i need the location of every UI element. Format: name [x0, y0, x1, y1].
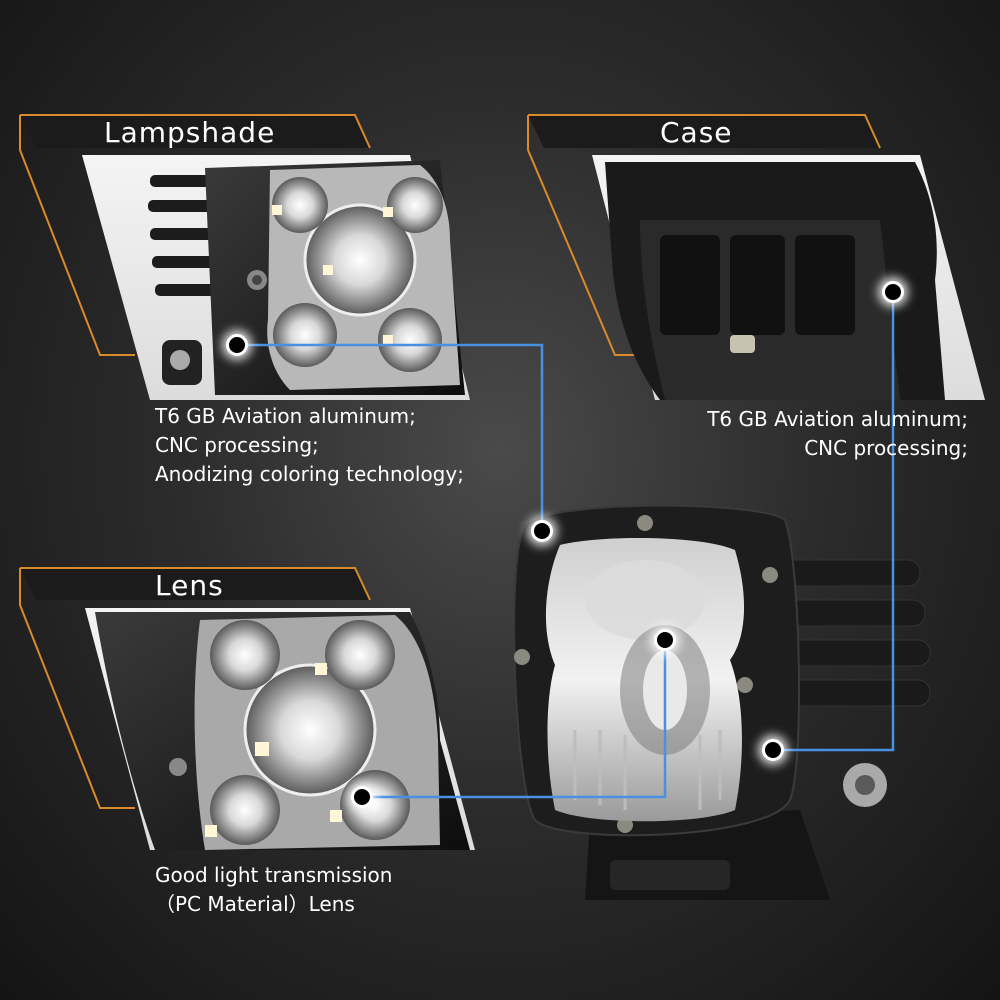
lampshade-photo — [148, 160, 465, 395]
case-line-1: T6 GB Aviation aluminum; — [707, 407, 968, 431]
case-callout-dot — [882, 281, 904, 303]
case-line-2: CNC processing; — [804, 436, 968, 460]
case-description: T6 GB Aviation aluminum; CNC processing; — [707, 405, 968, 463]
case-title: Case — [660, 116, 733, 149]
lens-photo — [95, 612, 470, 850]
lens-description: Good light transmission （PC Material）Len… — [155, 861, 392, 919]
lampshade-line-2: CNC processing; — [155, 433, 319, 457]
product-lampshade-dot — [531, 520, 553, 542]
lampshade-callout-dot — [226, 334, 248, 356]
product-lens-dot — [654, 629, 676, 651]
lampshade-line-3: Anodizing coloring technology; — [155, 462, 464, 486]
connector-lines — [237, 292, 895, 799]
lampshade-description: T6 GB Aviation aluminum; CNC processing;… — [155, 402, 464, 489]
product-light — [513, 504, 931, 900]
lens-line-1: Good light transmission — [155, 863, 393, 887]
lampshade-title: Lampshade — [104, 116, 276, 149]
lens-callout-dot — [351, 786, 373, 808]
lens-line-2: （PC Material）Lens — [155, 892, 355, 916]
lens-title: Lens — [155, 569, 224, 602]
lampshade-line-1: T6 GB Aviation aluminum; — [155, 404, 416, 428]
product-case-dot — [762, 739, 784, 761]
case-photo — [605, 162, 945, 400]
